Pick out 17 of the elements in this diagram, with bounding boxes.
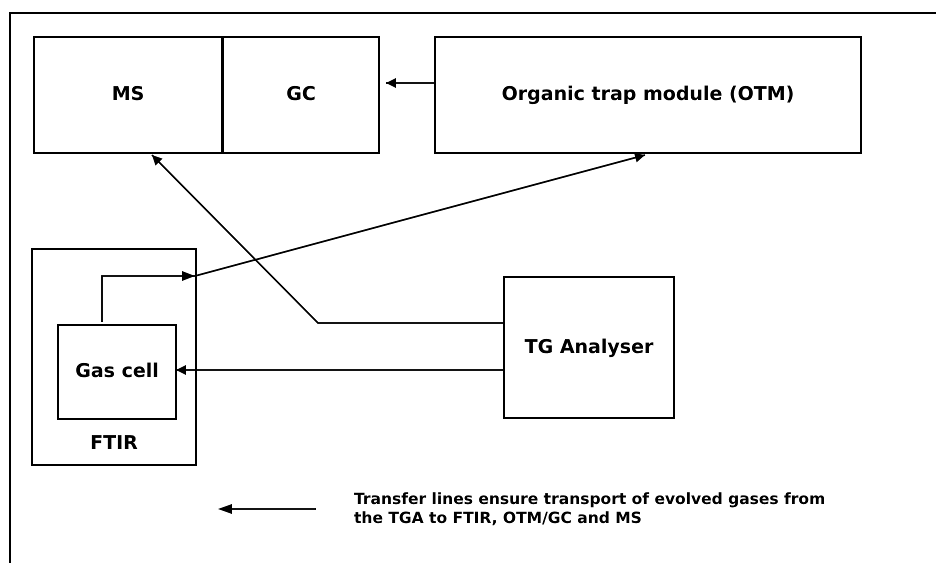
arrow (151, 154, 503, 324)
process-box (57, 324, 177, 420)
arrow (101, 152, 646, 322)
box-label: MS (110, 83, 146, 107)
process-box (33, 36, 223, 154)
box-label: Gas cell (74, 360, 160, 384)
arrow (386, 78, 434, 88)
process-box (503, 276, 675, 419)
box-label: Organic trap module (OTM) (500, 83, 796, 107)
box-label: GC (285, 83, 317, 107)
arrow (176, 365, 503, 375)
process-box (434, 36, 862, 154)
process-box (31, 248, 197, 466)
legend-text: Transfer lines ensure transport of evolved gases from the TGA to FTIR, OTM/GC and MS (354, 490, 826, 528)
box-label: TG Analyser (524, 336, 654, 360)
box-label: FTIR (89, 432, 139, 456)
process-box (222, 36, 380, 154)
